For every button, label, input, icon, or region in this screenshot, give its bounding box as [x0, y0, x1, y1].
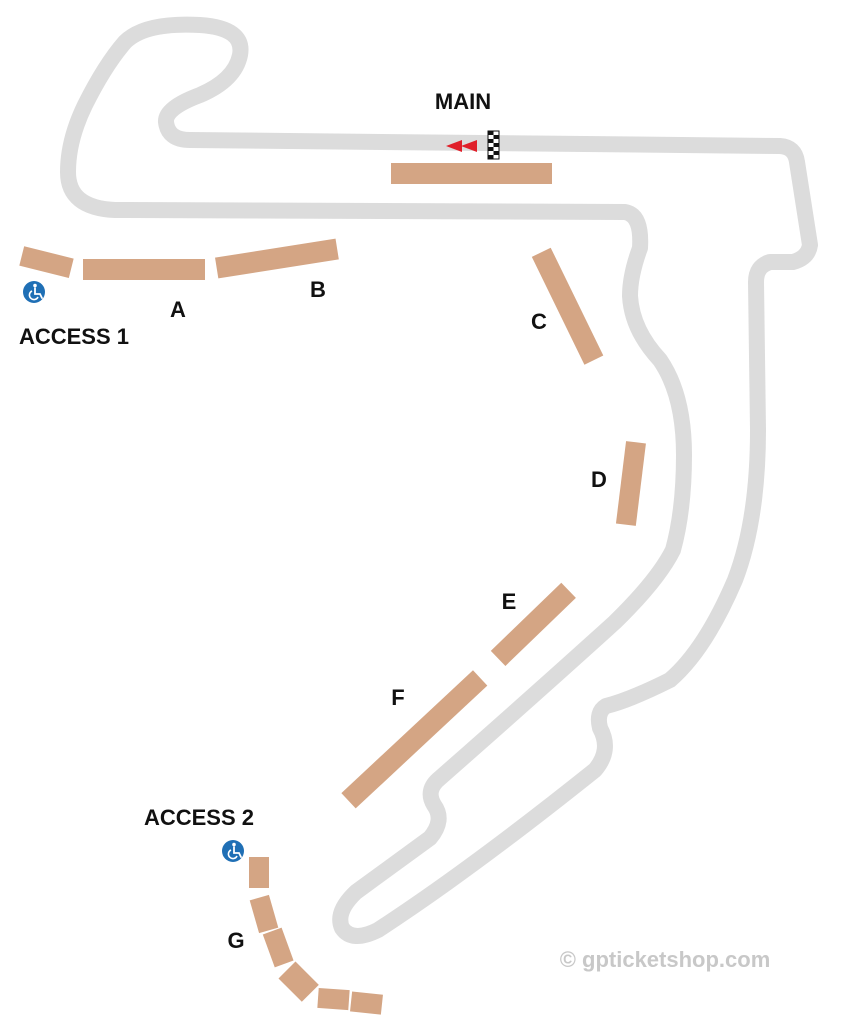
grandstand-d[interactable] [615, 441, 646, 526]
race-direction-arrow-icon [446, 140, 477, 152]
wheelchair-accessibility-icon [23, 281, 45, 303]
grandstand-main[interactable] [391, 163, 552, 184]
label-access-2: ACCESS 2 [144, 805, 254, 830]
grandstand-g-6[interactable] [350, 991, 383, 1015]
grandstand-f[interactable] [341, 670, 488, 809]
grandstand-g-2[interactable] [249, 894, 279, 934]
copyright-notice: © gpticketshop.com [560, 947, 771, 972]
label-a: A [170, 297, 186, 322]
wheelchair-accessibility-icon [222, 840, 244, 862]
grandstand-g-3[interactable] [262, 927, 294, 968]
start-finish-checkered-flag-icon [487, 130, 500, 160]
grandstand-g-5[interactable] [317, 987, 350, 1011]
label-f: F [391, 685, 404, 710]
label-access-1: ACCESS 1 [19, 324, 129, 349]
label-e: E [502, 589, 517, 614]
grandstand-g-4[interactable] [278, 961, 319, 1002]
label-d: D [591, 467, 607, 492]
grandstand-a[interactable] [83, 259, 205, 280]
grandstand-e[interactable] [490, 582, 576, 666]
label-c: C [531, 309, 547, 334]
grandstand-a-left[interactable] [19, 246, 74, 278]
label-g: G [227, 928, 244, 953]
label-b: B [310, 277, 326, 302]
race-track [60, 16, 818, 944]
grandstand-g-1[interactable] [249, 857, 269, 888]
grandstand-b[interactable] [215, 238, 339, 279]
grandstand-c[interactable] [531, 247, 604, 365]
label-main: MAIN [435, 89, 491, 114]
